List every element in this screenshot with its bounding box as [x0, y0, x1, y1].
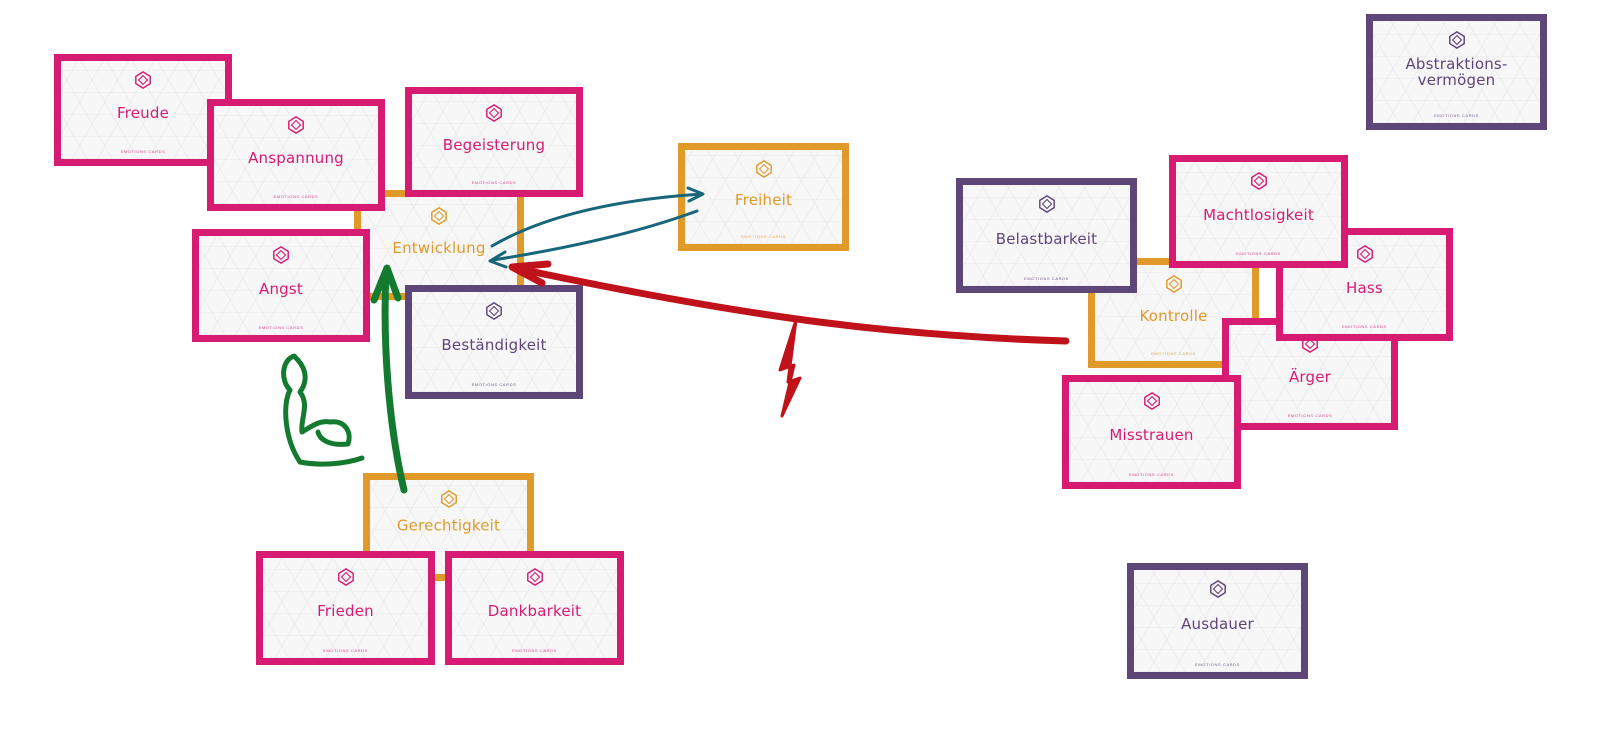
card-brand: EMOTIONS CARDS [1434, 113, 1479, 118]
card-label: Belastbarkeit [995, 229, 1098, 248]
card-label: Beständigkeit [441, 336, 547, 355]
crystal-logo-icon [337, 568, 355, 586]
card-angst[interactable]: Angst EMOTIONS CARDS [192, 229, 370, 342]
card-frieden[interactable]: Frieden EMOTIONS CARDS [256, 551, 435, 665]
crystal-logo-icon [1165, 275, 1183, 293]
card-brand: EMOTIONS CARDS [741, 234, 786, 239]
crystal-logo-icon [1448, 31, 1466, 49]
crystal-logo-icon [430, 207, 448, 225]
card-label: Frieden [317, 602, 374, 621]
card-begeisterung[interactable]: Begeisterung EMOTIONS CARDS [405, 87, 583, 197]
card-belastbarkeit[interactable]: Belastbarkeit EMOTIONS CARDS [956, 178, 1137, 293]
crystal-logo-icon [134, 71, 152, 89]
card-label: Abstraktions- vermögen [1405, 55, 1508, 89]
card-label: Gerechtigkeit [396, 516, 501, 535]
crystal-logo-icon [1038, 195, 1056, 213]
card-freude[interactable]: Freude EMOTIONS CARDS [54, 54, 232, 166]
crystal-logo-icon [526, 568, 544, 586]
card-brand: EMOTIONS CARDS [1236, 251, 1281, 256]
card-abstraktionsvermoegen[interactable]: Abstraktions- vermögen EMOTIONS CARDS [1366, 14, 1547, 130]
crystal-logo-icon [485, 302, 503, 320]
card-label: Hass [1346, 278, 1383, 297]
red-lightning [778, 318, 802, 418]
crystal-logo-icon [755, 160, 773, 178]
card-label: Freiheit [734, 191, 793, 210]
card-brand: EMOTIONS CARDS [471, 180, 517, 185]
card-label: Begeisterung [442, 136, 546, 155]
card-bestaendigkeit[interactable]: Beständigkeit EMOTIONS CARDS [405, 285, 583, 399]
card-brand: EMOTIONS CARDS [1195, 662, 1240, 667]
card-brand: EMOTIONS CARDS [1024, 276, 1069, 281]
card-label: Ärger [1288, 368, 1332, 387]
card-brand: EMOTIONS CARDS [471, 382, 517, 387]
green-bicep-doodle [281, 353, 365, 467]
green-arrow [370, 264, 408, 494]
crystal-logo-icon [1356, 245, 1374, 263]
card-label: Kontrolle [1139, 307, 1208, 326]
card-label: Dankbarkeit [487, 602, 582, 621]
crystal-logo-icon [287, 116, 305, 134]
card-brand: EMOTIONS CARDS [120, 149, 166, 154]
card-label: Angst [259, 279, 303, 298]
card-brand: EMOTIONS CARDS [512, 648, 557, 653]
card-anspannung[interactable]: Anspannung EMOTIONS CARDS [207, 99, 385, 211]
card-ausdauer[interactable]: Ausdauer EMOTIONS CARDS [1127, 563, 1308, 679]
card-brand: EMOTIONS CARDS [1151, 351, 1196, 356]
card-brand: EMOTIONS CARDS [323, 648, 368, 653]
crystal-logo-icon [1209, 580, 1227, 598]
card-brand: EMOTIONS CARDS [273, 194, 319, 199]
crystal-logo-icon [1143, 392, 1161, 410]
card-misstrauen[interactable]: Misstrauen EMOTIONS CARDS [1062, 375, 1241, 489]
crystal-logo-icon [440, 490, 458, 508]
card-machtlosigkeit[interactable]: Machtlosigkeit EMOTIONS CARDS [1169, 155, 1348, 268]
card-brand: EMOTIONS CARDS [1342, 324, 1387, 329]
card-label: Machtlosigkeit [1203, 205, 1314, 224]
card-dankbarkeit[interactable]: Dankbarkeit EMOTIONS CARDS [445, 551, 624, 665]
card-label: Freude [116, 104, 170, 123]
crystal-logo-icon [1250, 172, 1268, 190]
card-hass[interactable]: Hass EMOTIONS CARDS [1276, 228, 1453, 341]
card-label: Ausdauer [1181, 615, 1254, 634]
card-brand: EMOTIONS CARDS [258, 325, 304, 330]
card-label: Entwicklung [392, 239, 486, 258]
crystal-logo-icon [272, 246, 290, 264]
card-label: Anspannung [248, 149, 344, 168]
card-brand: EMOTIONS CARDS [1129, 472, 1174, 477]
card-label: Misstrauen [1109, 426, 1194, 445]
card-freiheit[interactable]: Freiheit EMOTIONS CARDS [678, 143, 849, 251]
card-brand: EMOTIONS CARDS [1287, 413, 1333, 418]
crystal-logo-icon [485, 104, 503, 122]
